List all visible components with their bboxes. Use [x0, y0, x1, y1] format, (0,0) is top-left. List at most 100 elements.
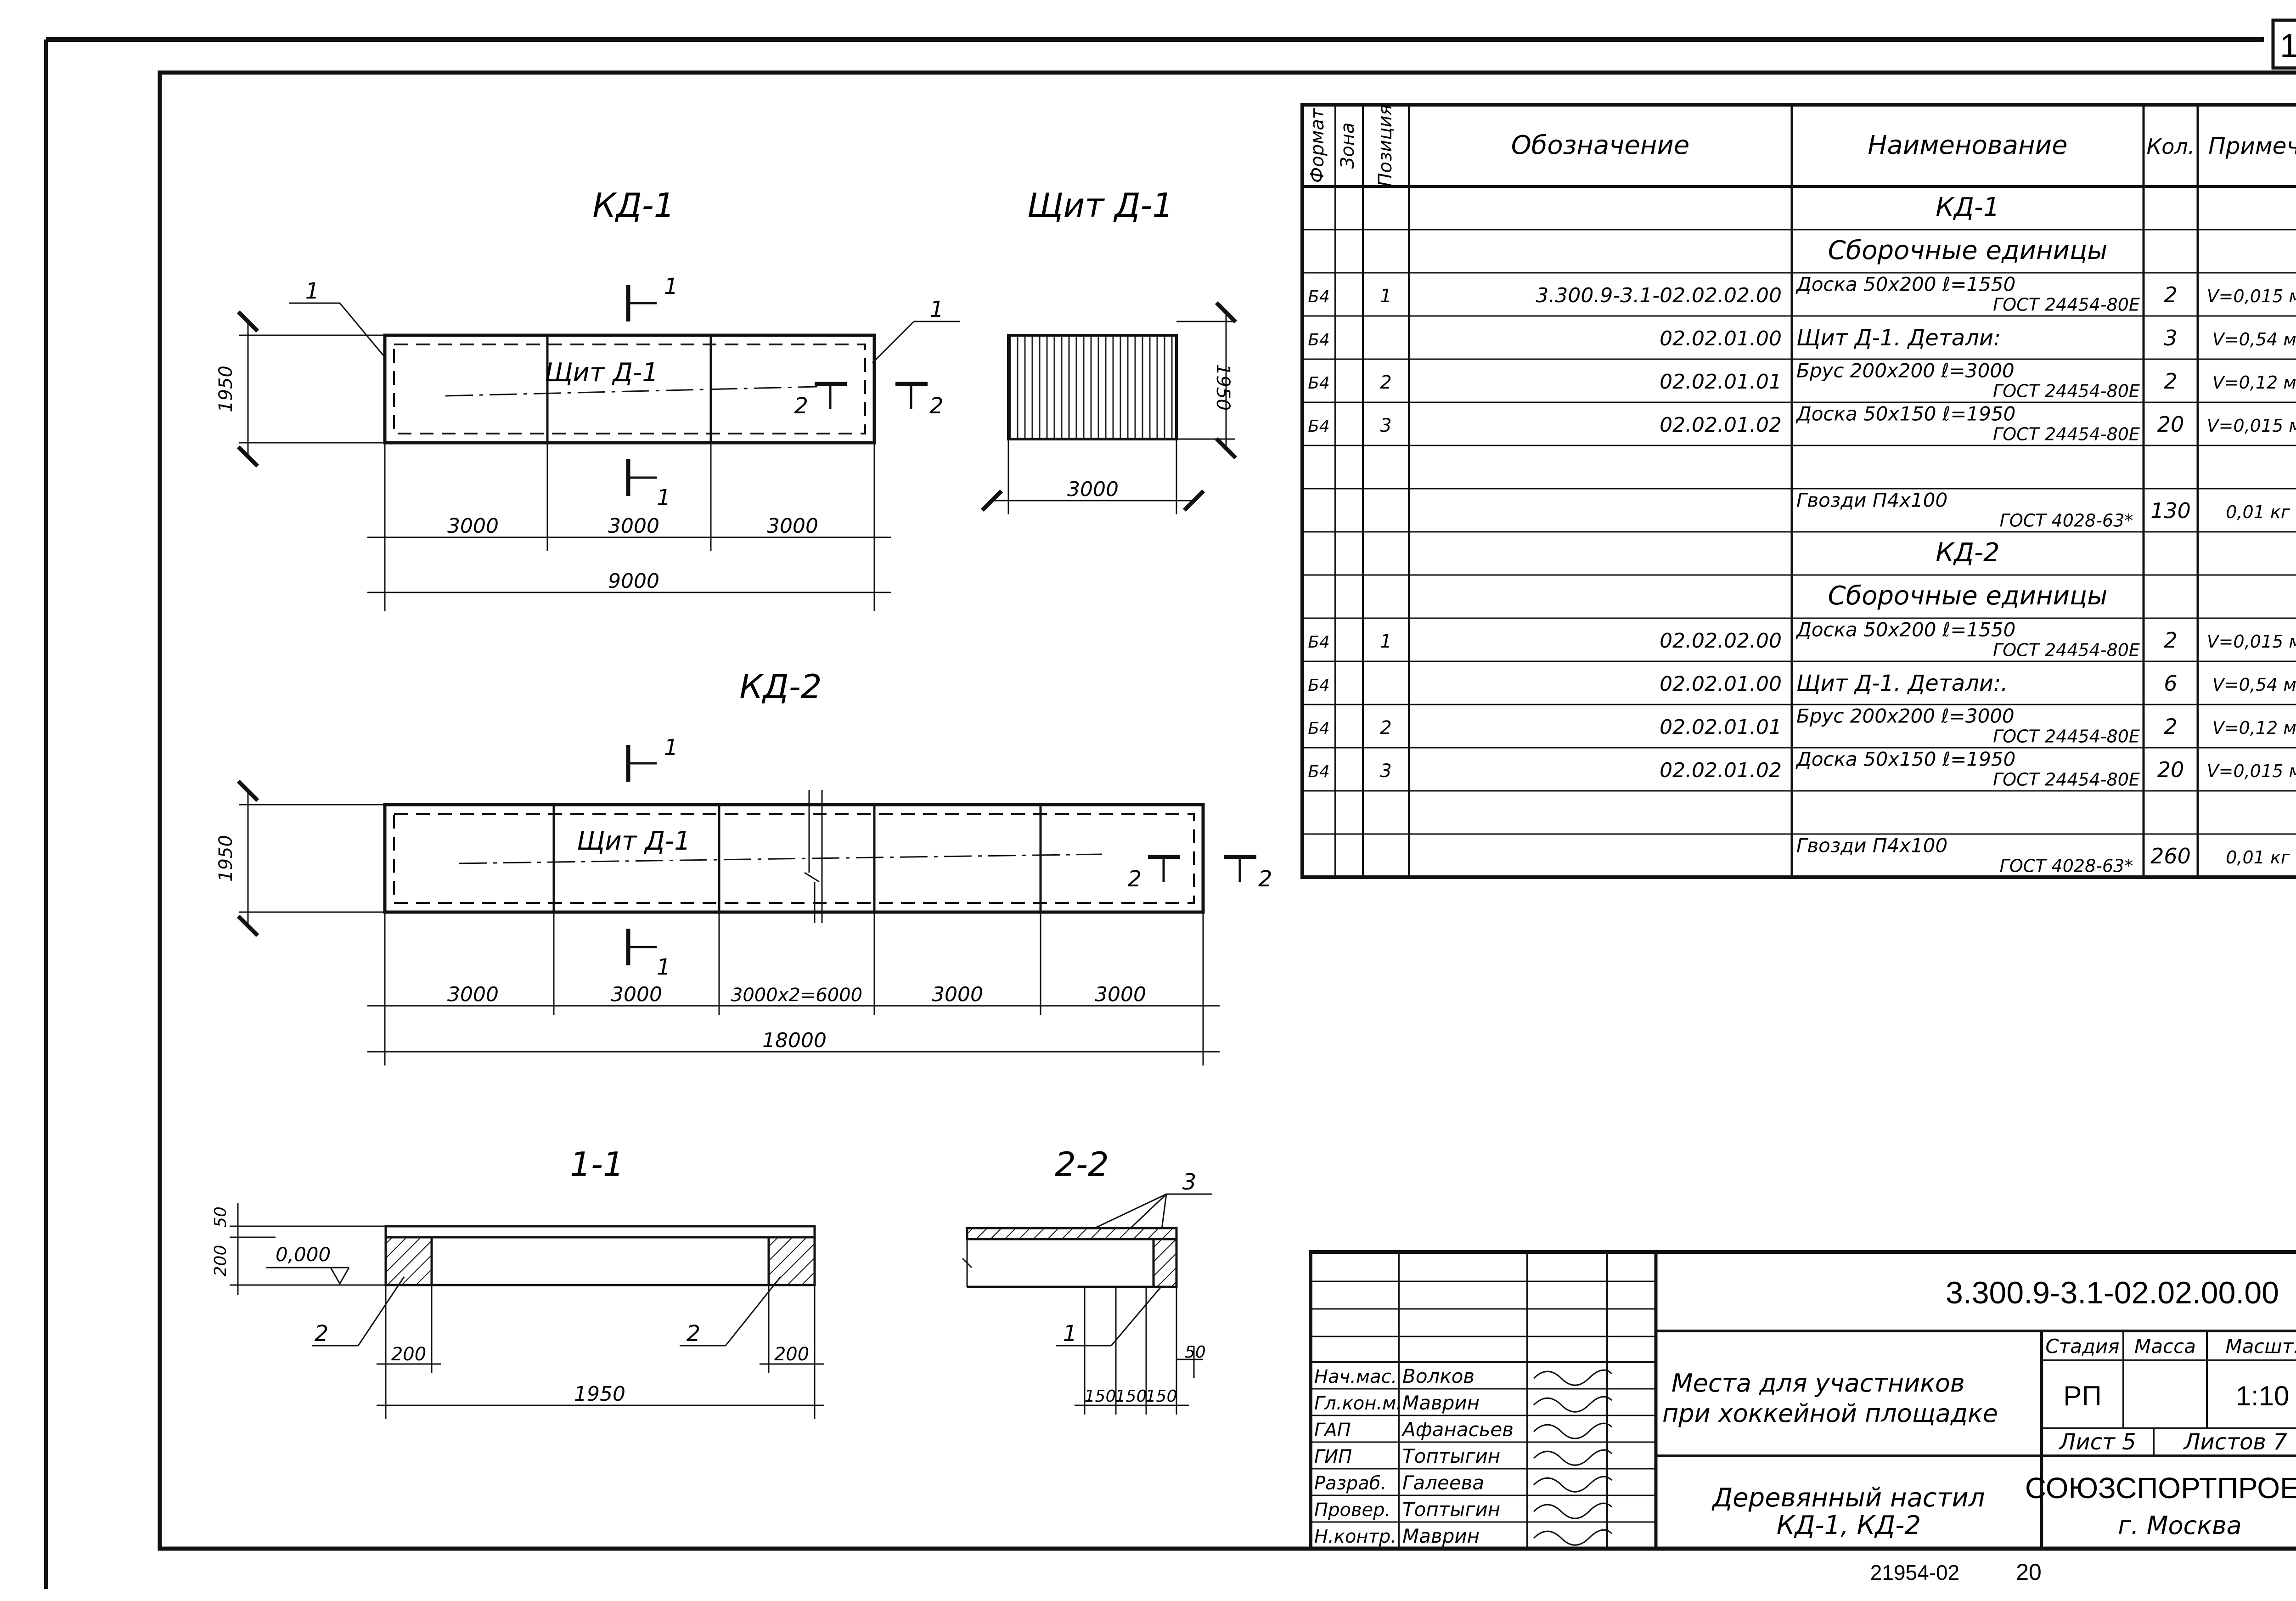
section-11-level: 0,000	[276, 1243, 331, 1266]
staff-name: Топтыгин	[1402, 1498, 1500, 1521]
spec-cell-name: Сборочные единицы	[1828, 236, 2108, 265]
section-11-title: 1-1	[570, 1145, 624, 1184]
section-22-title: 2-2	[1055, 1145, 1109, 1184]
sheet-number-box	[2271, 18, 2296, 70]
spec-cell-qty: 130	[2150, 498, 2191, 523]
spec-cell-qty: 3	[2164, 326, 2177, 350]
staff-role: Нач.мас.	[1314, 1366, 1397, 1387]
spec-cell-note: V=0,12 м³	[2212, 372, 2296, 393]
project-title-line1: Места для участников	[1671, 1369, 1965, 1398]
spec-cell-name: Сборочные единицы	[1828, 581, 2108, 611]
main-frame	[158, 70, 2296, 1551]
spec-cell-qty: 260	[2150, 844, 2191, 868]
kd2-dim-1: 3000	[447, 983, 499, 1006]
spec-cell-name: Доска 50х150 ℓ=1950	[1795, 748, 2015, 770]
spec-cell-name: Щит Д-1. Детали:	[1796, 325, 2001, 351]
spec-cell-name: КД-2	[1936, 538, 1999, 568]
kd1-cut1-bottom: 1	[657, 485, 671, 511]
shield-height-dim: 1950	[1212, 364, 1233, 411]
spec-cell-note: 0,01 кг	[2226, 847, 2290, 868]
specification-table	[1300, 103, 2296, 879]
sheet-title-line1: Деревянный настил	[1711, 1483, 1985, 1513]
kd1-title: КД-1	[592, 186, 675, 225]
spec-cell-format: Б4	[1308, 719, 1330, 738]
signature-mark	[1533, 1369, 1613, 1386]
spec-cell-format: Б4	[1308, 762, 1330, 781]
header-format: Формат	[1307, 107, 1328, 183]
signature-mark	[1533, 1529, 1613, 1546]
spec-cell-position: 2	[1380, 717, 1391, 738]
kd2-cut2-right: 2	[1258, 866, 1272, 892]
section-11-w200-left: 200	[391, 1344, 426, 1365]
city: г. Москва	[2118, 1511, 2242, 1540]
staff-role: Провер.	[1314, 1500, 1390, 1521]
kd2-plan	[236, 745, 1256, 1065]
sheet-number: 19	[2280, 28, 2296, 64]
spec-cell-qty: 2	[2164, 628, 2177, 653]
shield-title: Щит Д-1	[1027, 186, 1173, 225]
spec-cell-designation: 3.300.9-3.1-02.02.02.00	[1536, 284, 1782, 307]
section-11-drawing	[230, 1203, 824, 1419]
spec-row: КД-1	[1936, 192, 1999, 222]
staff-role: Разраб.	[1314, 1473, 1386, 1494]
spec-cell-position: 3	[1380, 415, 1391, 436]
staff-role: Н.контр.	[1314, 1526, 1396, 1547]
spec-row: КД-2	[1936, 538, 1999, 568]
bottom-note: 21954-02	[1870, 1561, 1959, 1584]
kd1-dim-3: 3000	[767, 514, 818, 538]
spec-cell-format: Б4	[1308, 374, 1330, 393]
spec-cell-designation: 02.02.01.00	[1660, 672, 1782, 696]
spec-cell-format: Б4	[1308, 676, 1330, 695]
title-block	[1309, 1250, 2296, 1550]
spec-cell-name: Доска 50х150 ℓ=1950	[1795, 402, 2015, 425]
spec-cell-standard: ГОСТ 24454-80Е	[1993, 381, 2140, 401]
kd2-dim-3: 3000x2=6000	[731, 985, 862, 1006]
section-22-dim-1: 150	[1085, 1387, 1116, 1406]
spec-cell-designation: 02.02.01.01	[1660, 716, 1782, 739]
spec-cell-format: Б4	[1308, 288, 1330, 306]
kd1-panel-label: Щит Д-1	[545, 358, 658, 388]
spec-cell-standard: ГОСТ 24454-80Е	[1993, 727, 2140, 747]
spec-cell-note: 0,01 кг	[2226, 502, 2290, 522]
kd1-dim-2: 3000	[608, 514, 659, 538]
section-11-w200-right: 200	[774, 1344, 809, 1365]
staff-name: Топтыгин	[1402, 1445, 1500, 1467]
sheets-label: Листов 7	[2183, 1429, 2287, 1455]
kd2-cut1-top: 1	[664, 735, 678, 761]
staff-row: Нач.мас.Волков	[1314, 1365, 1613, 1387]
staff-name: Маврин	[1402, 1392, 1480, 1414]
kd1-pos1-left: 1	[305, 278, 320, 304]
kd2-total-dim: 18000	[762, 1029, 827, 1052]
scale-label: Масшт.	[2225, 1335, 2296, 1358]
section-11-pos2-left: 2	[315, 1321, 329, 1347]
kd2-panel-label: Щит Д-1	[577, 826, 691, 856]
spec-cell-note: V=0,12 м³	[2212, 718, 2296, 738]
spec-cell-format: Б4	[1308, 331, 1330, 350]
signature-mark	[1533, 1396, 1613, 1413]
staff-row: Н.контр.Маврин	[1314, 1525, 1613, 1547]
spec-row: Сборочные единицы	[1828, 581, 2108, 611]
spec-cell-note: V=0,54 м³	[2212, 329, 2296, 350]
section-22-pos1: 1	[1063, 1321, 1077, 1347]
spec-cell-qty: 20	[2157, 412, 2184, 437]
sheet-label: Лист 5	[2058, 1429, 2136, 1455]
spec-cell-note: V=0,015 м³	[2207, 286, 2296, 306]
spec-cell-qty: 2	[2164, 369, 2177, 394]
kd1-total-dim: 9000	[608, 569, 659, 593]
shield-width-dim: 3000	[1067, 478, 1119, 501]
header-designation: Обозначение	[1511, 130, 1690, 160]
spec-cell-qty: 20	[2157, 757, 2184, 782]
signature-mark	[1533, 1502, 1613, 1519]
spec-cell-name: Доска 50х200 ℓ=1550	[1795, 273, 2015, 295]
kd1-cut2-right: 2	[929, 393, 944, 419]
kd1-cut2-left: 2	[794, 393, 808, 419]
